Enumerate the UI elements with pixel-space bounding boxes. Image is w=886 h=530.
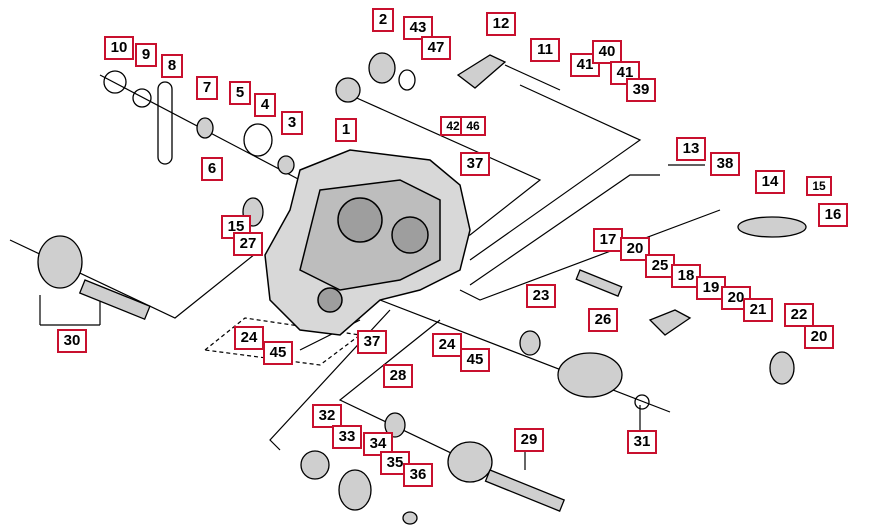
plate-4 [243,123,273,157]
callout-47: 47 [421,36,451,60]
callout-9: 9 [135,43,157,67]
shaft-11 [504,64,561,91]
callout-37-top: 37 [460,152,490,176]
callout-22: 22 [784,303,814,327]
nut-36 [402,511,418,525]
washer-31 [634,394,650,410]
gear-34 [338,469,372,511]
shaft-30 [78,279,151,321]
washer-43 [398,69,416,91]
callout-15-right: 15 [806,176,832,196]
callout-24-left: 24 [234,326,264,350]
callout-2: 2 [372,8,394,32]
callout-3: 3 [281,111,303,135]
bearing-32 [300,450,330,480]
gear-29 [447,441,493,483]
leader-line-top-2 [469,84,642,261]
callout-25: 25 [645,254,675,278]
gear-22 [769,351,795,385]
callout-1: 1 [335,118,357,142]
callout-26: 26 [588,308,618,332]
callout-38: 38 [710,152,740,176]
callout-33: 33 [332,425,362,449]
bearing-2 [368,52,396,84]
shaft-17 [575,269,623,297]
callout-20-c: 20 [804,325,834,349]
callout-45-left: 45 [263,341,293,365]
callout-8: 8 [161,54,183,78]
callout-42: 42 [440,116,466,136]
callout-45-right: 45 [460,348,490,372]
bearing-23 [519,330,541,356]
callout-46: 46 [460,116,486,136]
callout-32: 32 [312,404,342,428]
shaft-29 [484,469,566,512]
callout-43: 43 [403,16,433,40]
callout-20-a: 20 [620,237,650,261]
callout-4: 4 [254,93,276,117]
callout-10: 10 [104,36,134,60]
belt-8 [157,81,173,165]
bearing-1 [335,77,361,103]
callout-14: 14 [755,170,785,194]
callout-40: 40 [592,40,622,64]
callout-30: 30 [57,329,87,353]
callout-11: 11 [530,38,560,62]
washer-9 [132,88,152,108]
callout-39: 39 [626,78,656,102]
fork-18 [648,309,692,336]
shaft-14 [737,216,807,238]
callout-36: 36 [403,463,433,487]
gearbox-housing [264,149,471,336]
callout-7: 7 [196,76,218,100]
callout-29: 29 [514,428,544,452]
callout-13: 13 [676,137,706,161]
callout-12: 12 [486,12,516,36]
gear-30 [37,235,83,289]
gear-cluster-26 [557,352,623,398]
callout-37-bottom: 37 [357,330,387,354]
callout-23: 23 [526,284,556,308]
bearing-7 [196,117,214,139]
callout-17: 17 [593,228,623,252]
leader-line-right-1 [469,174,660,286]
seal-3 [277,155,295,175]
leader-line-bottom-2 [269,309,391,451]
callout-16: 16 [818,203,848,227]
bearing-28 [384,412,406,438]
fork-12 [456,54,507,89]
leader-line-bottom-1 [379,299,671,413]
callout-6: 6 [201,157,223,181]
callout-21: 21 [743,298,773,322]
callout-28: 28 [383,364,413,388]
callout-31: 31 [627,430,657,454]
ring-10 [103,70,127,94]
callout-5: 5 [229,81,251,105]
callout-27: 27 [233,232,263,256]
callout-41-top-left: 41 [570,53,600,77]
callout-24-right: 24 [432,333,462,357]
